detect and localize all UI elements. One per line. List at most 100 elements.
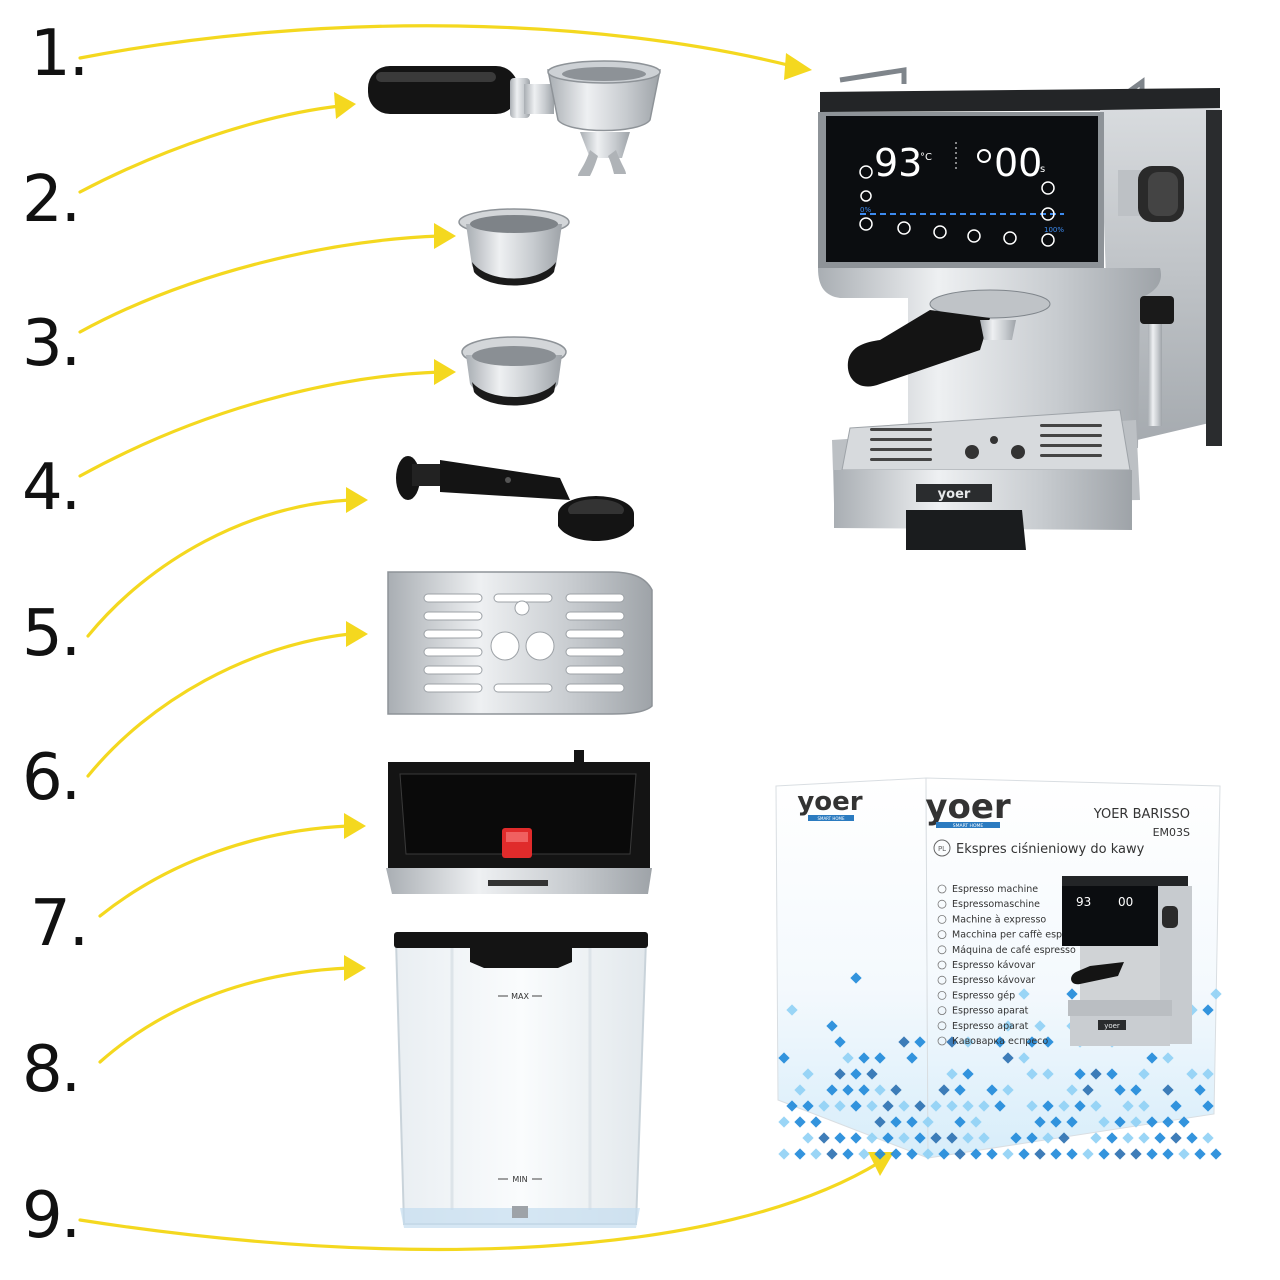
box-pattern-tile — [930, 1132, 942, 1144]
box-pattern-tile — [786, 1004, 798, 1016]
box-pattern-tile — [1042, 1100, 1054, 1112]
box-pattern-tile — [922, 1116, 934, 1128]
single-cup-icon — [897, 221, 911, 235]
box-pattern-tile — [810, 1148, 822, 1160]
product-box-image: yoer SMART HOME yoer SMART HOME YOER BAR… — [775, 777, 1222, 1160]
box-pattern-tile — [834, 1068, 846, 1080]
box-brand-large-tag: SMART HOME — [953, 823, 984, 829]
box-pattern-tile — [1090, 1132, 1102, 1144]
box-pattern-tile — [1082, 1148, 1094, 1160]
tray-slot-right — [1040, 434, 1102, 437]
box-pattern-tile — [1178, 1116, 1190, 1128]
box-pattern-tile — [946, 1132, 958, 1144]
box-pattern-tile — [962, 1068, 974, 1080]
box-pattern-tile — [786, 1100, 798, 1112]
clock-icon — [977, 149, 991, 163]
box-language-item: Кавоварка еспресо — [952, 1036, 1048, 1047]
box-title: Ekspres ciśnieniowy do kawy — [956, 842, 1145, 857]
tray-slot-right — [1040, 454, 1102, 457]
box-pattern-tile — [1058, 1132, 1070, 1144]
tray-slot-left — [870, 428, 932, 431]
box-mini-brand: yoer — [1104, 1022, 1120, 1030]
box-pattern-tile — [866, 1068, 878, 1080]
arrow-5 — [86, 498, 352, 638]
grille-slot-center — [493, 683, 553, 693]
label-2: 2. — [22, 163, 81, 237]
tray-slot-right — [1040, 444, 1102, 447]
box-pattern-tile — [1138, 1132, 1150, 1144]
box-pattern-tile — [890, 1148, 902, 1160]
box-model-line: YOER BARISSO — [1093, 807, 1190, 822]
grille-slot-left — [423, 683, 483, 693]
box-time-display: 00 — [1118, 895, 1133, 909]
box-pattern-tile — [1098, 1148, 1110, 1160]
box-pattern-tile — [802, 1132, 814, 1144]
label-9: 9. — [22, 1179, 81, 1253]
box-pattern-tile — [946, 1068, 958, 1080]
temp-display: 93 — [874, 141, 922, 185]
tank-max-label: MAX — [511, 992, 529, 1001]
box-pattern-tile — [874, 1148, 886, 1160]
label-1: 1. — [30, 17, 89, 91]
filter-basket-single-image — [461, 336, 567, 406]
box-pattern-tile — [1034, 1148, 1046, 1160]
level-left: 0% — [860, 206, 871, 214]
box-pattern-tile — [818, 1132, 830, 1144]
box-pattern-tile — [970, 1116, 982, 1128]
box-pattern-tile — [1210, 988, 1222, 1000]
box-pattern-tile — [1018, 1052, 1030, 1064]
label-6: 6. — [22, 741, 81, 815]
box-pattern-tile — [898, 1100, 910, 1112]
box-pattern-tile — [1186, 1068, 1198, 1080]
grille-slot-left — [423, 647, 483, 657]
box-pattern-tile — [842, 1148, 854, 1160]
box-pattern-tile — [906, 1052, 918, 1064]
box-pattern-tile — [810, 1116, 822, 1128]
box-pattern-tile — [818, 1100, 830, 1112]
box-pattern-tile — [866, 1100, 878, 1112]
lang-flag-icon — [937, 1036, 947, 1046]
box-pattern-tile — [1058, 1100, 1070, 1112]
box-pattern-tile — [1074, 1068, 1086, 1080]
box-pattern-tile — [906, 1116, 918, 1128]
arrow-8 — [98, 966, 350, 1064]
lang-flag-icon — [937, 899, 947, 909]
arrow-1 — [78, 24, 794, 68]
box-pattern-tile — [914, 1100, 926, 1112]
label-4: 4. — [22, 451, 81, 525]
grille-slot-right — [565, 611, 625, 621]
box-model-code: EM03S — [1153, 826, 1190, 839]
box-pattern-tile — [778, 1052, 790, 1064]
box-pattern-tile — [778, 1116, 790, 1128]
box-pattern-tile — [874, 1084, 886, 1096]
box-machine-image: 93 00 yoer — [1062, 876, 1192, 1046]
box-language-item: Espresso aparat — [952, 1021, 1029, 1032]
espresso-machine-image: yoer 93 °C 00 s 0% 100% — [818, 67, 1222, 550]
box-pattern-tile — [882, 1132, 894, 1144]
temp-unit: °C — [920, 152, 932, 163]
lang-flag-icon — [937, 1021, 947, 1031]
box-pattern-tile — [1106, 1068, 1118, 1080]
box-pattern-tile — [1162, 1084, 1174, 1096]
power-icon — [1041, 233, 1055, 247]
box-pattern-tile — [1202, 1004, 1214, 1016]
arrowheads — [334, 53, 894, 1176]
arrowhead-1 — [784, 53, 812, 80]
menu-icon — [1041, 207, 1055, 221]
box-pattern-tile — [1194, 1148, 1206, 1160]
box-pattern-tile — [1202, 1132, 1214, 1144]
arrowhead-5 — [346, 487, 368, 513]
box-pattern-tile — [898, 1036, 910, 1048]
box-pattern-tile — [874, 1116, 886, 1128]
box-pattern-tile — [978, 1132, 990, 1144]
box-pattern-tile — [1042, 1036, 1054, 1048]
arrow-6 — [86, 632, 352, 778]
box-pattern-tile — [962, 1100, 974, 1112]
arrow-2 — [78, 104, 342, 194]
grille-slot-left — [423, 611, 483, 621]
box-pattern-tile — [834, 1036, 846, 1048]
beans-icon — [1003, 231, 1017, 245]
box-pattern-tile — [1186, 1132, 1198, 1144]
water-drop-icon — [860, 190, 872, 202]
box-pattern-tile — [842, 1084, 854, 1096]
